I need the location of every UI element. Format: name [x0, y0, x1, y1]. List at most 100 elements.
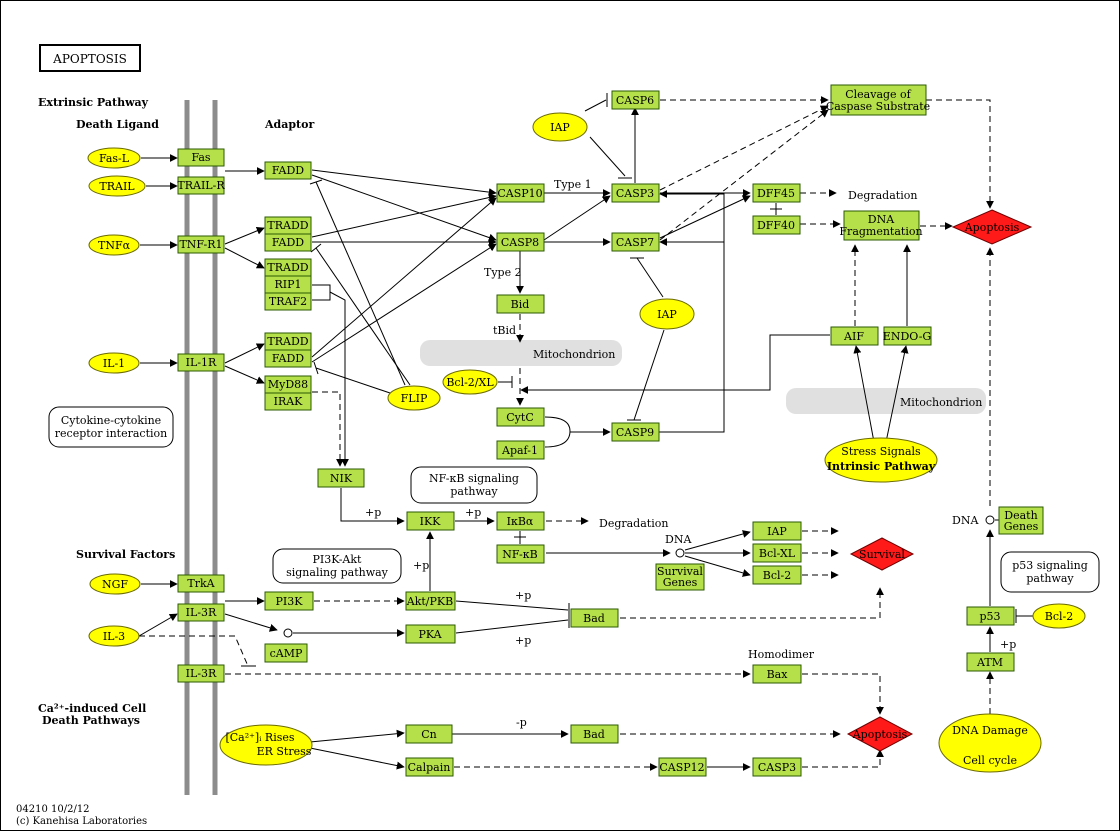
compound-fas-l[interactable]: Fas-L	[87, 147, 141, 169]
svg-text:Caspase Substrate: Caspase Substrate	[826, 100, 930, 113]
compound-iap-2[interactable]: IAP	[639, 298, 695, 330]
gene-cytc[interactable]: CytC	[496, 407, 545, 427]
gene-camp[interactable]: cAMP	[264, 643, 308, 663]
gene-rip1[interactable]: RIP1	[264, 275, 312, 294]
gene-il-3r-b[interactable]: IL-3R	[177, 664, 225, 683]
gene-tnf-r1[interactable]: TNF-R1	[177, 235, 225, 254]
svg-text:Bcl-2/XL: Bcl-2/XL	[446, 376, 494, 389]
gene-tradd-1[interactable]: TRADD	[264, 216, 312, 235]
gene-dff40[interactable]: DFF40	[752, 215, 801, 235]
gene-pka[interactable]: PKA	[405, 624, 456, 644]
svg-text:Bcl-2: Bcl-2	[763, 569, 791, 582]
svg-text:Calpain: Calpain	[408, 761, 451, 774]
gene-fadd-2[interactable]: FADD	[264, 233, 312, 252]
section-calcium-line2: Death Pathways	[42, 714, 140, 727]
gene-casp8[interactable]: CASP8	[496, 232, 545, 252]
gene-fadd-1[interactable]: FADD	[264, 161, 312, 180]
svg-text:NGF: NGF	[102, 578, 128, 591]
gene-fadd-3[interactable]: FADD	[264, 349, 312, 368]
gene-cn[interactable]: Cn	[405, 724, 453, 744]
gene-calpain[interactable]: Calpain	[405, 757, 454, 777]
gene-fas[interactable]: Fas	[177, 148, 225, 167]
svg-text:ENDO-G: ENDO-G	[883, 330, 931, 343]
svg-text:IL-3: IL-3	[103, 630, 125, 643]
compound-ngf[interactable]: NGF	[89, 573, 141, 595]
gene-bad-1[interactable]: Bad	[570, 608, 619, 628]
map-nfkb-signaling-pathway[interactable]: NF-κB signaling pathway	[410, 466, 538, 504]
label-tbid: tBid	[493, 324, 516, 337]
gene-casp3[interactable]: CASP3	[611, 183, 660, 203]
gene-akt-pkb[interactable]: Akt/PKB	[405, 591, 456, 611]
gene-casp9[interactable]: CASP9	[611, 422, 660, 442]
compound-tnfa[interactable]: TNFα	[88, 234, 140, 256]
label-homodimer: Homodimer	[748, 648, 815, 661]
gene-aif[interactable]: AIF	[830, 326, 879, 346]
gene-casp12[interactable]: CASP12	[658, 757, 707, 777]
svg-text:PKA: PKA	[418, 628, 442, 641]
section-calcium-line1: Ca²⁺-induced Cell	[38, 702, 146, 715]
label-degradation-2: Degradation	[599, 517, 668, 530]
compound-bcl-2-b[interactable]: Bcl-2	[1032, 603, 1086, 629]
gene-il-3r-a[interactable]: IL-3R	[177, 603, 225, 622]
gene-il-1r[interactable]: IL-1R	[177, 353, 225, 372]
gene-trka[interactable]: TrkA	[177, 574, 225, 593]
compound-il-3[interactable]: IL-3	[88, 625, 140, 647]
svg-text:Bid: Bid	[511, 298, 530, 311]
section-death-ligand: Death Ligand	[76, 118, 159, 131]
gene-irak[interactable]: IRAK	[264, 392, 312, 411]
svg-text:Death: Death	[1004, 509, 1037, 522]
outcome-apoptosis-1[interactable]: Apoptosis	[951, 209, 1033, 245]
compound-il-1[interactable]: IL-1	[88, 352, 140, 374]
gene-trail-r[interactable]: TRAIL-R	[177, 176, 225, 195]
gene-casp6[interactable]: CASP6	[611, 90, 660, 110]
compound-trail[interactable]: TRAIL	[88, 175, 146, 197]
gene-casp7[interactable]: CASP7	[611, 232, 660, 252]
compound-bcl-2-xl[interactable]: Bcl-2/XL	[442, 369, 498, 395]
gene-pi3k[interactable]: PI3K	[264, 591, 314, 611]
gene-traf2[interactable]: TRAF2	[264, 292, 312, 311]
gene-bid[interactable]: Bid	[496, 294, 545, 314]
svg-text:TRAIL: TRAIL	[99, 180, 135, 193]
gene-atm[interactable]: ATM	[966, 652, 1015, 672]
dna-node-2	[985, 515, 995, 525]
gene-myd88[interactable]: MyD88	[264, 375, 312, 394]
gene-p53[interactable]: p53	[966, 606, 1015, 626]
map-cytokine-receptor-interaction[interactable]: Cytokine-cytokine receptor interaction	[48, 406, 174, 448]
outcome-survival[interactable]: Survival	[849, 537, 915, 571]
section-adaptor: Adaptor	[264, 118, 314, 131]
gene-dff45[interactable]: DFF45	[752, 183, 801, 203]
gene-bad-2[interactable]: Bad	[570, 724, 619, 744]
gene-nf-kb[interactable]: NF-κB	[496, 544, 545, 564]
gene-nik[interactable]: NIK	[317, 468, 365, 488]
gene-tradd-2[interactable]: TRADD	[264, 258, 312, 277]
svg-text:Stress Signals: Stress Signals	[841, 445, 921, 458]
gene-bcl-xl[interactable]: Bcl-XL	[752, 543, 802, 563]
gene-casp3-b[interactable]: CASP3	[752, 757, 802, 777]
svg-text:Cn: Cn	[421, 728, 437, 741]
gene-casp10[interactable]: CASP10	[496, 183, 545, 203]
svg-text:TRADD: TRADD	[267, 335, 308, 348]
gene-endo-g[interactable]: ENDO-G	[883, 326, 932, 346]
gene-bcl-2-a[interactable]: Bcl-2	[752, 565, 802, 585]
gene-tradd-3[interactable]: TRADD	[264, 332, 312, 351]
label-minus-p: -p	[516, 716, 527, 729]
map-pi3k-akt-signaling-pathway[interactable]: PI3K-Akt signaling pathway	[272, 548, 402, 584]
map-p53-signaling-pathway[interactable]: p53 signaling pathway	[1000, 551, 1100, 593]
svg-text:AIF: AIF	[843, 330, 864, 343]
compound-flip[interactable]: FLIP	[387, 385, 441, 411]
outcome-apoptosis-2[interactable]: Apoptosis	[846, 716, 914, 752]
gene-ikba[interactable]: IκBα	[496, 511, 545, 531]
svg-text:IAP: IAP	[767, 525, 787, 538]
compound-iap-1[interactable]: IAP	[532, 112, 588, 142]
gene-bax[interactable]: Bax	[752, 664, 802, 684]
gene-iap-3[interactable]: IAP	[752, 521, 802, 541]
gene-ikk[interactable]: IKK	[406, 511, 455, 531]
gene-apaf-1[interactable]: Apaf-1	[496, 440, 545, 460]
